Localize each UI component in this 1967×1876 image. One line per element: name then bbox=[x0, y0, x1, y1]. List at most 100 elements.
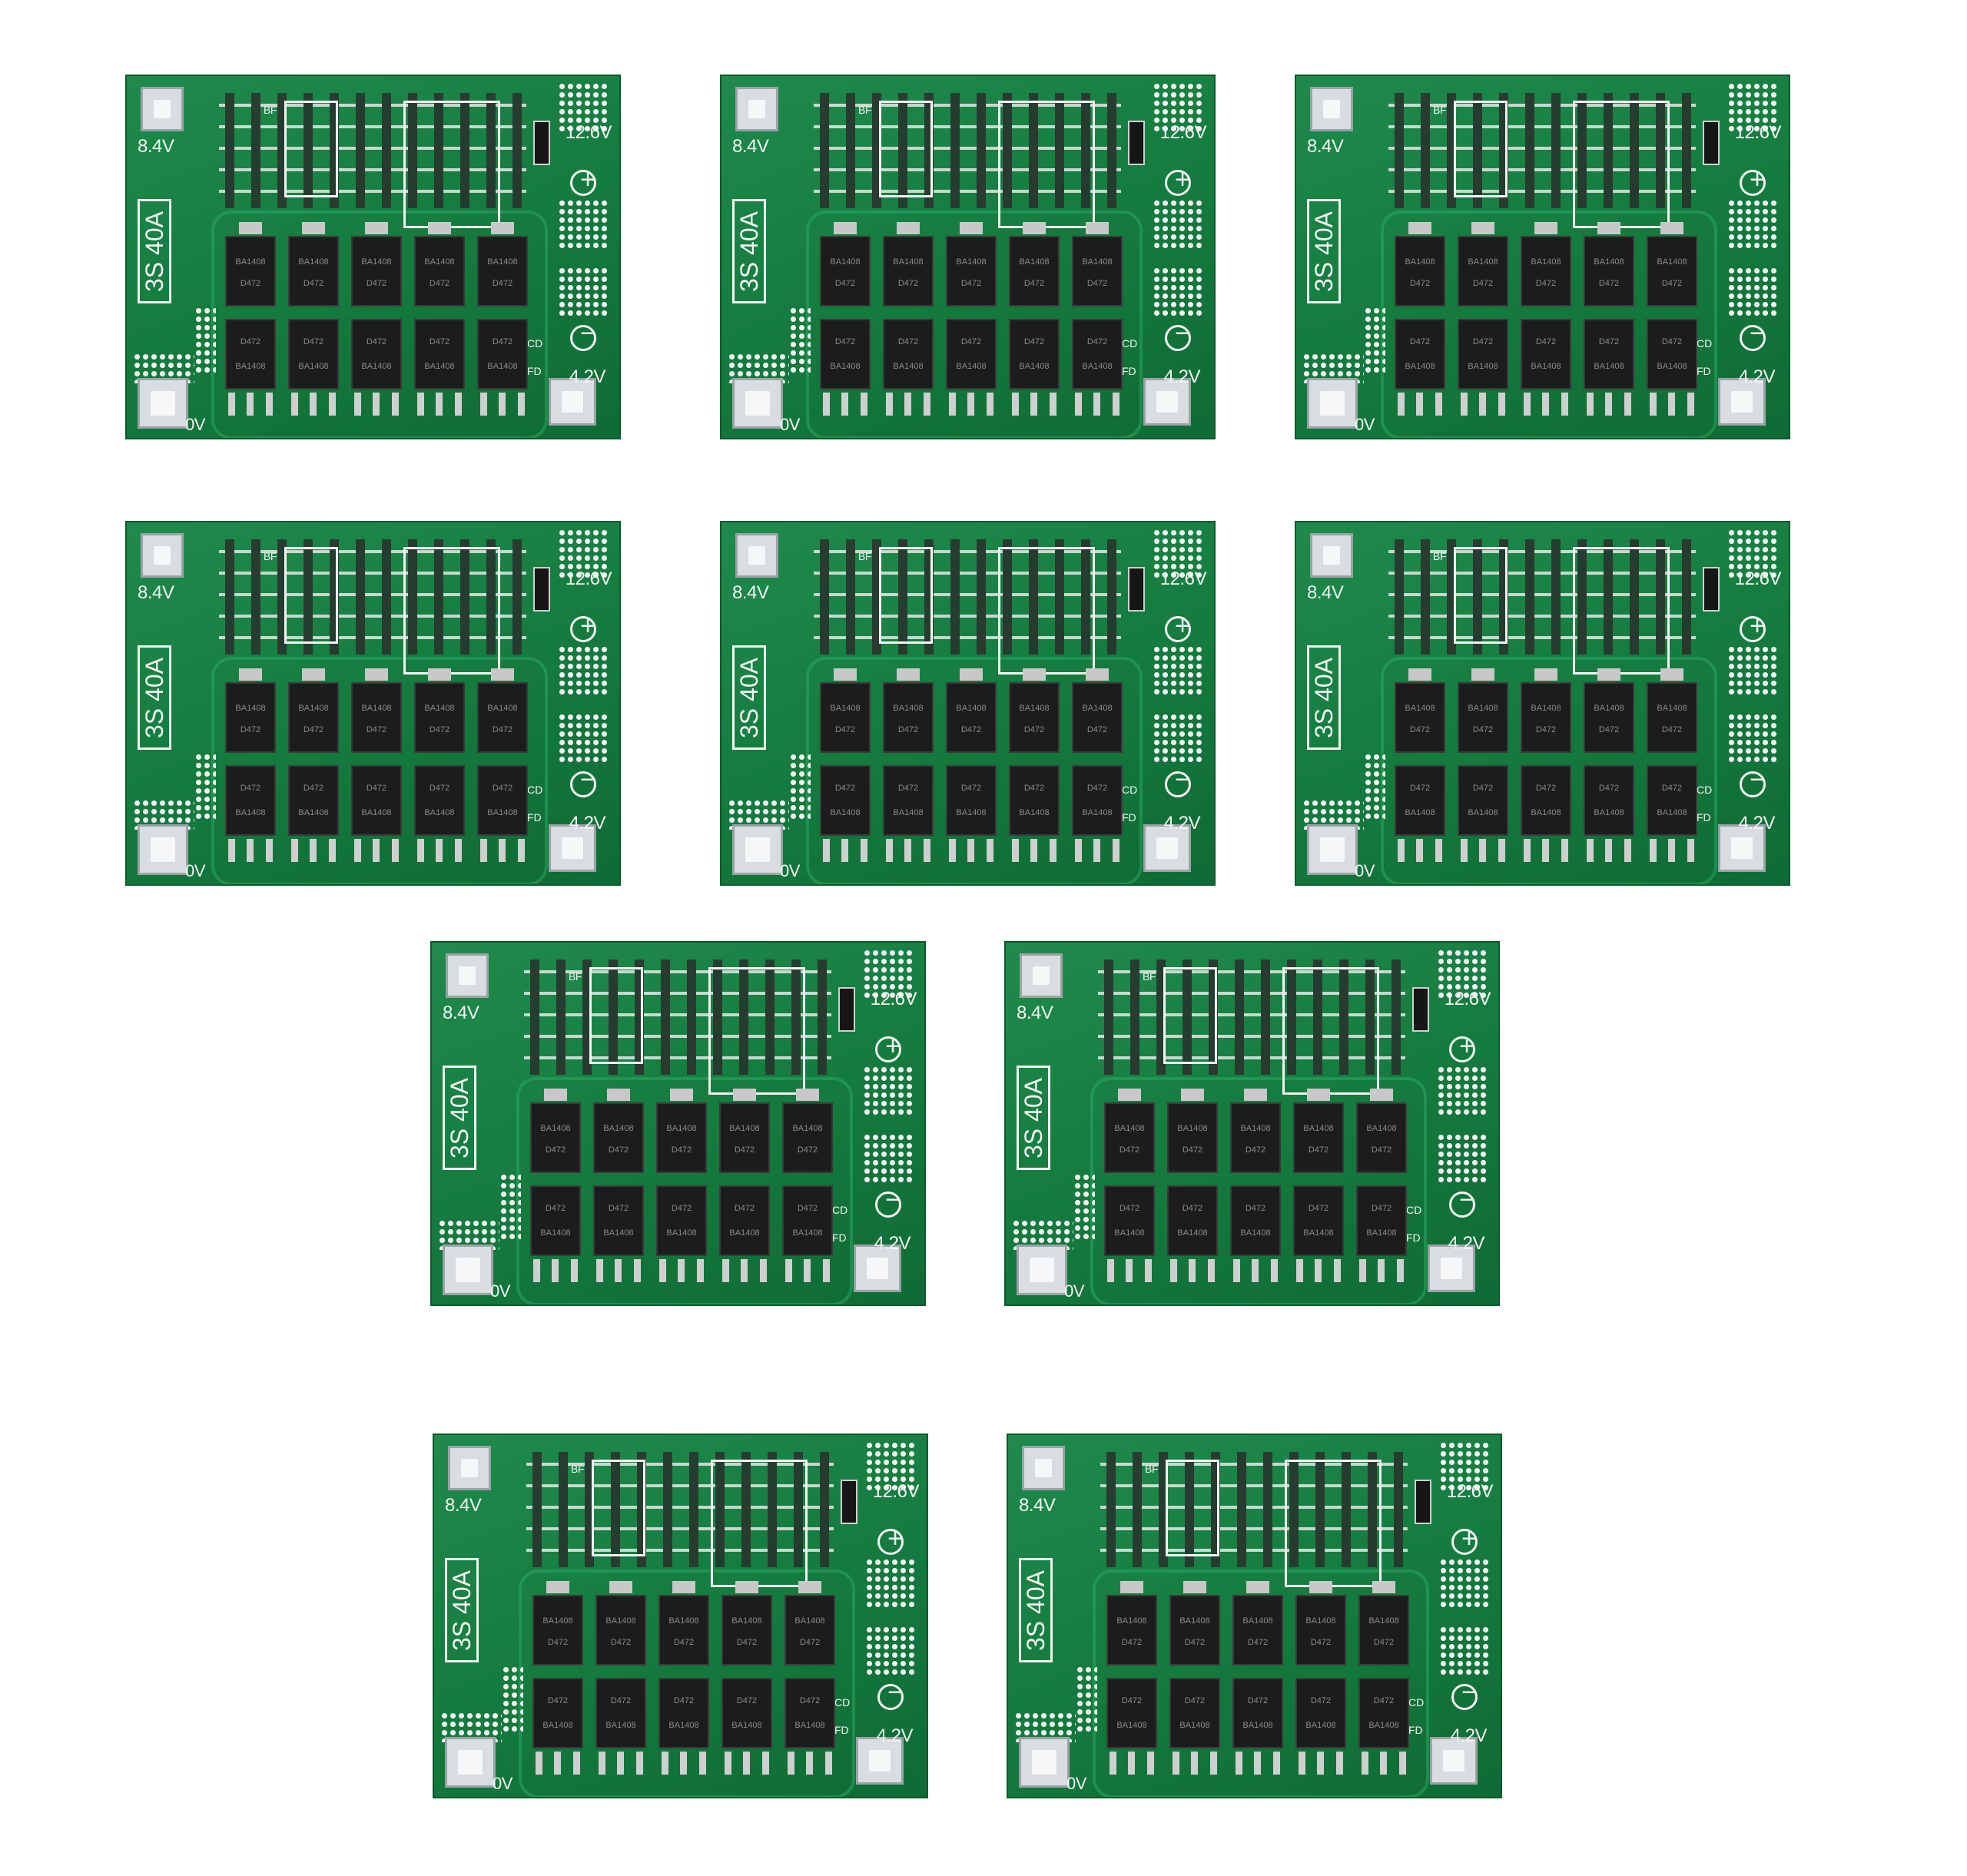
mosfet-tab bbox=[544, 1089, 567, 1101]
via-array-plus bbox=[558, 645, 609, 696]
diode-component bbox=[1703, 567, 1720, 612]
label-8v4: 8.4V bbox=[1019, 1495, 1056, 1516]
mosfet-tab bbox=[1660, 668, 1683, 681]
label-4v2: 4.2V bbox=[874, 1233, 911, 1254]
solder-pad-0v bbox=[445, 1737, 496, 1788]
chip-marking: D472 bbox=[1121, 1638, 1143, 1647]
via-array-minus bbox=[1727, 713, 1778, 764]
chip-marking: D472 bbox=[429, 784, 450, 793]
plus-circle-icon bbox=[1449, 1036, 1475, 1062]
minus-symbol: − bbox=[1175, 765, 1190, 794]
label-cd: CD bbox=[1122, 337, 1138, 350]
label-cd: CD bbox=[527, 784, 543, 796]
rating-label: 3S 40A bbox=[1309, 657, 1338, 738]
solder-pad-4v2 bbox=[1143, 824, 1191, 872]
cd-fd-labels: CD FD bbox=[1408, 1689, 1424, 1744]
chip-marking: D472 bbox=[1409, 337, 1431, 346]
label-fd: FD bbox=[1697, 365, 1711, 377]
label-8v4: 8.4V bbox=[1307, 582, 1344, 603]
chip-marking: D472 bbox=[1535, 725, 1557, 734]
label-0v: 0V bbox=[1355, 415, 1375, 434]
chip-marking: BA1408 bbox=[1082, 808, 1113, 817]
mosfet-legs bbox=[880, 839, 937, 862]
chip-marking: BA1408 bbox=[830, 808, 861, 817]
label-4v2: 4.2V bbox=[1738, 813, 1776, 834]
chip-marking: D472 bbox=[1023, 337, 1045, 346]
rating-label: 3S 40A bbox=[735, 210, 763, 292]
label-cd: CD bbox=[1697, 337, 1713, 350]
chip-marking: BA1408 bbox=[424, 257, 455, 267]
label-fd: FD bbox=[1697, 811, 1711, 824]
mosfet-tab bbox=[796, 1089, 819, 1101]
control-circuit bbox=[1098, 960, 1405, 1075]
mosfet-legs bbox=[1518, 839, 1574, 862]
mosfet-legs bbox=[222, 393, 279, 416]
chip-marking: D472 bbox=[734, 1145, 755, 1155]
solder-pad-4v2 bbox=[1428, 1245, 1475, 1292]
chip-marking: D472 bbox=[897, 725, 919, 734]
chip-marking: D472 bbox=[492, 279, 513, 288]
mosfet-tab bbox=[302, 222, 325, 234]
chip-marking: BA1408 bbox=[542, 1616, 573, 1626]
chip-marking: BA1408 bbox=[540, 1124, 571, 1133]
label-8v4: 8.4V bbox=[1017, 1003, 1053, 1023]
chip-marking: BA1408 bbox=[1368, 1616, 1399, 1626]
via-array-12v6 bbox=[865, 1441, 916, 1492]
chip-marking: BA1408 bbox=[893, 257, 924, 267]
mosfet-legs bbox=[1644, 393, 1700, 416]
mosfet-tab bbox=[897, 668, 920, 681]
mosfet-tab bbox=[1244, 1089, 1267, 1101]
chip-marking: BA1408 bbox=[1305, 1616, 1336, 1626]
mosfet-tab bbox=[1534, 222, 1557, 234]
chip-marking: BA1408 bbox=[1657, 808, 1687, 817]
chip-marking: D472 bbox=[1086, 784, 1108, 793]
silkscreen-outline bbox=[708, 967, 805, 1095]
mosfet-tab bbox=[1120, 1581, 1143, 1593]
label-4v2: 4.2V bbox=[569, 366, 606, 387]
cd-fd-labels: CD FD bbox=[1406, 1196, 1421, 1251]
chip-marking: D472 bbox=[1182, 1204, 1203, 1213]
via-array-minus bbox=[1437, 1133, 1488, 1184]
label-12v6: 12.6V bbox=[1444, 989, 1491, 1009]
chip-marking: BA1408 bbox=[1468, 808, 1498, 817]
diode-component bbox=[1128, 567, 1145, 612]
mosfet-legs bbox=[1455, 839, 1511, 862]
chip-marking: BA1408 bbox=[1116, 1721, 1147, 1730]
solder-pad-8v4 bbox=[141, 87, 184, 131]
mosfet-legs bbox=[817, 839, 874, 862]
cd-fd-labels: CD FD bbox=[834, 1689, 850, 1744]
via-array-left bbox=[789, 307, 811, 376]
bms-board-10: 8.4V 12.6V 4.2V 0V + − 3S 40A BF CD FD B… bbox=[1007, 1434, 1502, 1798]
mosfet-tab bbox=[365, 222, 388, 234]
chip-marking: BA1408 bbox=[424, 362, 455, 371]
silkscreen-outline bbox=[711, 1460, 808, 1587]
cd-fd-labels: CD FD bbox=[527, 776, 542, 831]
chip-marking: D472 bbox=[1023, 784, 1045, 793]
bms-board-3: 8.4V 12.6V 4.2V 0V + − 3S 40A BF CD FD B… bbox=[1295, 75, 1790, 439]
control-circuit bbox=[526, 1452, 834, 1567]
label-bf: BF bbox=[1143, 970, 1156, 983]
via-array-12v6 bbox=[1437, 949, 1488, 999]
label-0v: 0V bbox=[493, 1774, 512, 1793]
